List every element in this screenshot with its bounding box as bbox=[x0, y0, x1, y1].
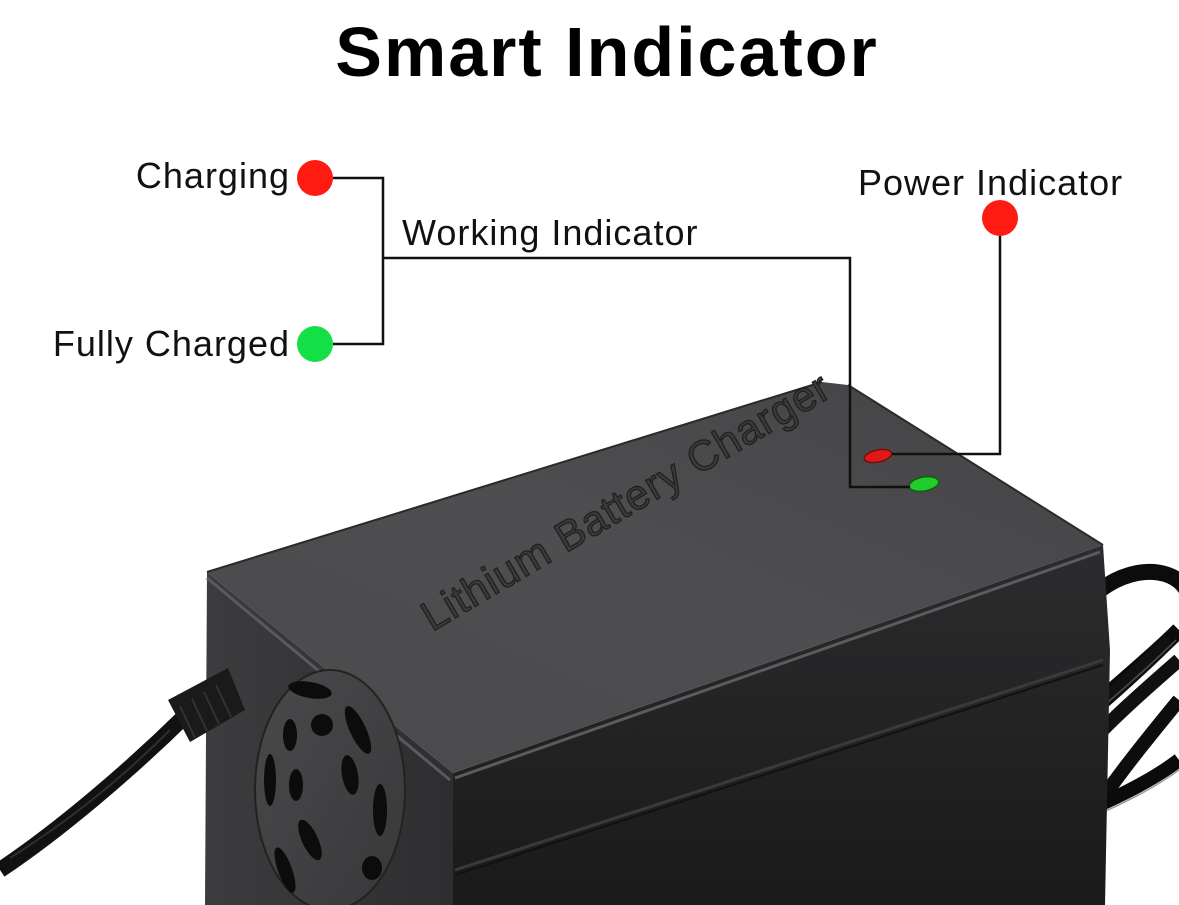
charging-connector-line bbox=[333, 176, 385, 346]
callout-lines bbox=[333, 176, 1002, 489]
fully-charged-label: Fully Charged bbox=[52, 323, 290, 364]
page-title: Smart Indicator bbox=[335, 13, 879, 91]
fully-charged-green-dot-icon bbox=[297, 326, 333, 362]
power-indicator-line bbox=[892, 226, 1002, 456]
power-led bbox=[863, 448, 893, 464]
charging-label: Charging bbox=[135, 155, 290, 196]
power-indicator-label: Power Indicator bbox=[858, 162, 1124, 203]
power-red-dot-icon bbox=[982, 200, 1018, 236]
fan-grille bbox=[254, 669, 406, 905]
working-indicator-label: Working Indicator bbox=[402, 212, 699, 253]
input-cable bbox=[0, 668, 245, 877]
charging-red-dot-icon bbox=[297, 160, 333, 196]
working-indicator-line bbox=[383, 256, 910, 489]
